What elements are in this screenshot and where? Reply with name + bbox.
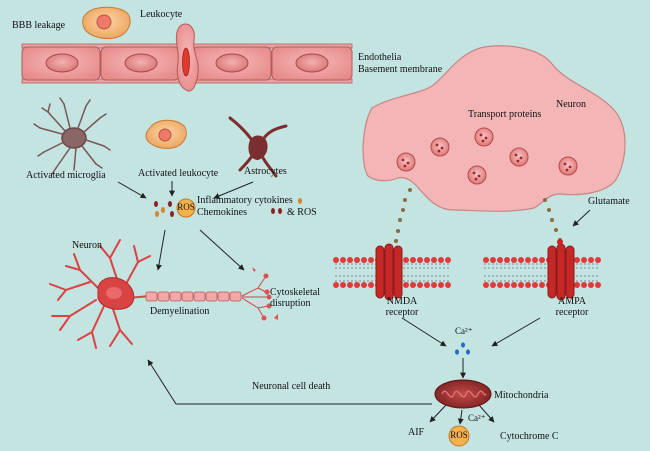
- label-neuronal-cell-death: Neuronal cell death: [252, 381, 331, 392]
- neuron-left: [49, 239, 278, 349]
- label-bbb-leakage: BBB leakage: [12, 20, 66, 31]
- label-basement-membrane: Basement membrane: [358, 64, 443, 75]
- glutamate-release: [394, 188, 562, 243]
- label-endothelia: Endothelia: [358, 52, 402, 63]
- label-transport-proteins: Transport proteins: [468, 109, 542, 120]
- label-and-ros: & ROS: [287, 207, 317, 218]
- ros-badge-top: [176, 198, 196, 218]
- label-activated-leukocyte: Activated leukocyte: [138, 168, 219, 179]
- ros-badge-top-label: ROS: [177, 202, 195, 212]
- transmigrating-leukocyte: [175, 23, 199, 92]
- cytokine-dots: [154, 198, 302, 217]
- label-neuron-left: Neuron: [72, 240, 102, 251]
- synaptic-vesicles: [396, 127, 578, 185]
- endothelial-layer: [21, 43, 353, 84]
- label-mitochondria: Mitochondria: [494, 390, 549, 401]
- label-disruption: disruption: [270, 298, 311, 309]
- astrocyte-cell: [228, 116, 288, 178]
- ampa-membrane: [483, 239, 601, 301]
- ros-badge-bottom-label: ROS: [450, 430, 468, 440]
- nmda-membrane: [333, 243, 451, 301]
- label-aif: AIF: [408, 427, 425, 438]
- label-inflammatory-cytokines: Inflammatory cytokines: [197, 195, 293, 206]
- label-leukocyte: Leukocyte: [140, 9, 183, 20]
- label-cytoskeletal: Cytoskeletal: [270, 287, 320, 298]
- label-cytochrome-c: Cytochrome C: [500, 431, 559, 442]
- label-calcium-top: Ca²⁺: [455, 326, 473, 336]
- activated-microglia: [33, 97, 111, 175]
- label-chemokines: Chemokines: [197, 207, 247, 218]
- calcium-ions: [455, 342, 470, 355]
- leukocyte-cell: [82, 6, 131, 39]
- activated-leukocyte: [145, 119, 187, 149]
- label-ampa: AMPA: [558, 296, 586, 307]
- ros-badge-bottom: [448, 425, 470, 447]
- label-calcium-bottom: Ca²⁺: [468, 413, 486, 423]
- label-astrocytes: Astrocytes: [244, 166, 287, 177]
- label-activated-microglia: Activated microglia: [26, 170, 106, 181]
- label-nmda-receptor: receptor: [385, 307, 419, 318]
- pathway-arrows: [117, 181, 591, 425]
- label-demyelination: Demyelination: [150, 306, 210, 317]
- label-glutamate: Glutamate: [588, 196, 630, 207]
- mitochondrion: [434, 379, 492, 409]
- label-ampa-receptor: receptor: [555, 307, 589, 318]
- label-nmda: NMDA: [386, 296, 418, 307]
- label-neuron-top: Neuron: [556, 99, 586, 110]
